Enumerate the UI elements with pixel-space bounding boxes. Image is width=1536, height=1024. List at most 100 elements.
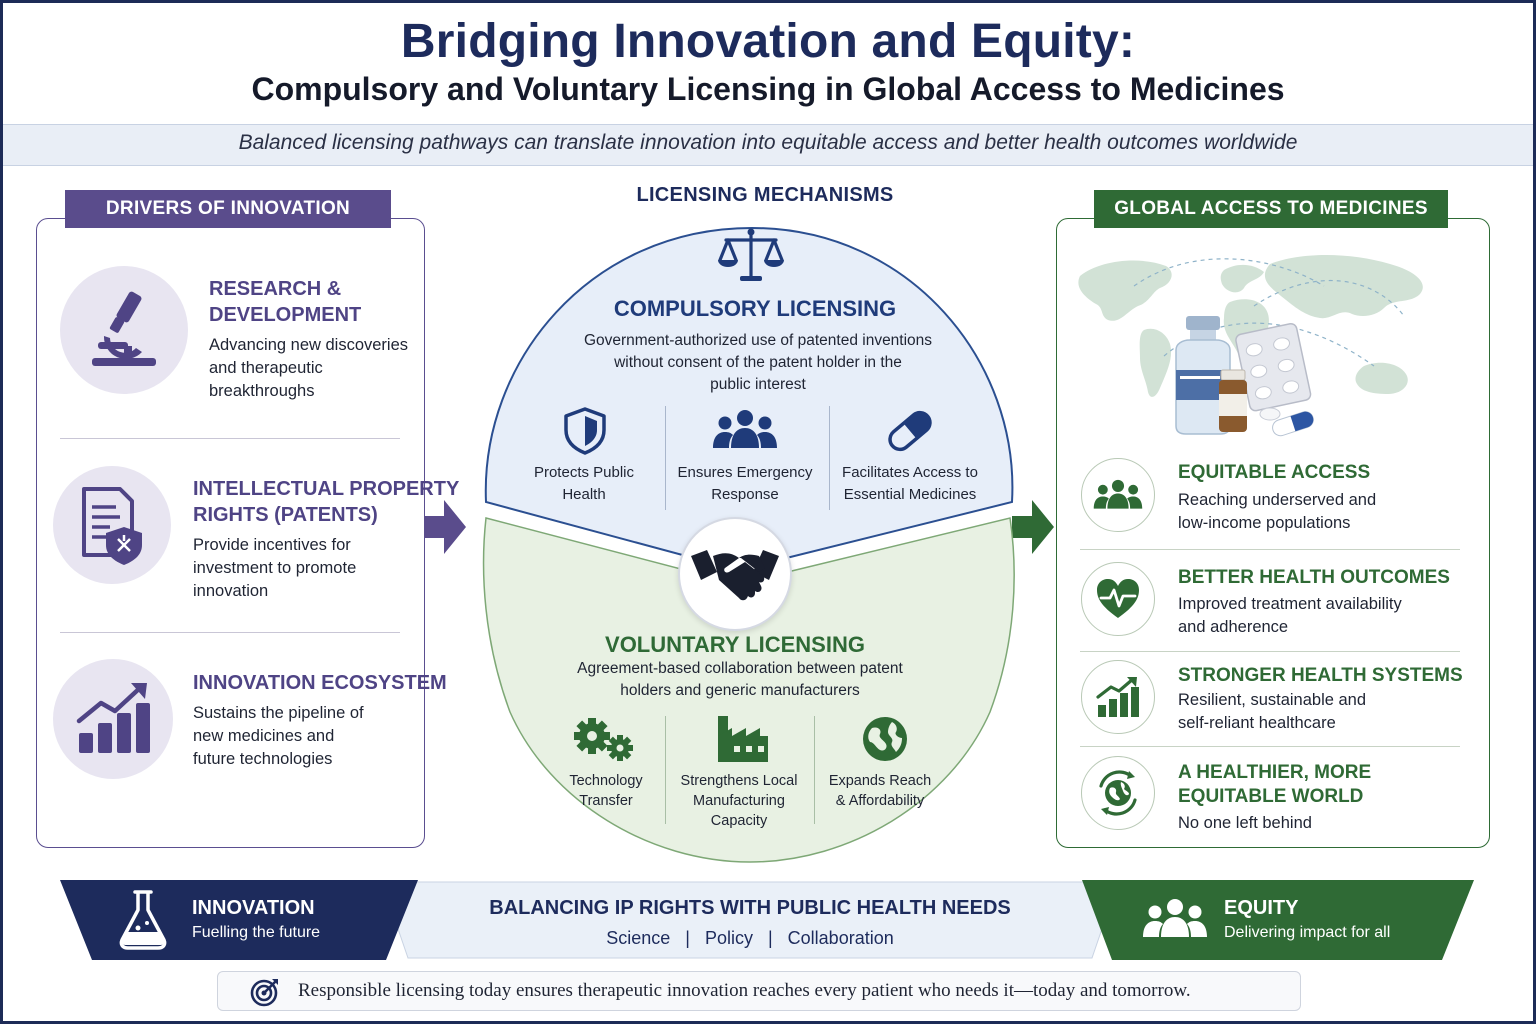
feature-label-line: Transfer bbox=[579, 793, 633, 809]
banner-innovation-label: INNOVATION bbox=[192, 897, 315, 919]
gears-icon bbox=[574, 718, 633, 761]
outcome-better-health-title: BETTER HEALTH OUTCOMES bbox=[1178, 567, 1450, 588]
people-group-icon bbox=[1143, 899, 1207, 937]
outcome-healthier-world-title-line1: A HEALTHIER, MORE bbox=[1178, 762, 1372, 783]
divider bbox=[1080, 651, 1460, 652]
handshake-emblem bbox=[678, 517, 792, 631]
outcome-healthier-world-title-line2: EQUITABLE WORLD bbox=[1178, 786, 1364, 807]
feature-ensures-emergency-response: Ensures Emergency Response bbox=[670, 462, 820, 506]
feature-expands-reach: Expands Reach & Affordability bbox=[820, 771, 940, 811]
feature-label-line: Expands Reach bbox=[828, 773, 932, 789]
divider bbox=[829, 406, 830, 510]
feature-label-line: Essential Medicines bbox=[843, 486, 977, 503]
outcome-equitable-access-title: EQUITABLE ACCESS bbox=[1178, 462, 1371, 483]
pill-bottle-icon bbox=[1219, 369, 1247, 432]
compulsory-desc-line1: Government-authorized use of patented in… bbox=[583, 332, 933, 349]
capsule-icon bbox=[888, 410, 932, 452]
feature-label-line: Health bbox=[562, 486, 606, 503]
compulsory-licensing-title: COMPULSORY LICENSING bbox=[613, 296, 897, 321]
page-title: Bridging Innovation and Equity: bbox=[400, 15, 1136, 68]
outcome-better-health-desc-line2: and adherence bbox=[1178, 618, 1289, 636]
footer-text: Responsible licensing today ensures ther… bbox=[298, 980, 1191, 1001]
feature-label-line: Manufacturing bbox=[693, 793, 785, 809]
feature-label-line: Ensures Emergency bbox=[677, 464, 813, 481]
growth-chart-icon bbox=[53, 659, 173, 779]
flask-icon bbox=[119, 890, 167, 950]
outcome-equitable-access-desc-line2: low-income populations bbox=[1178, 514, 1351, 532]
feature-technology-transfer: Technology Transfer bbox=[546, 771, 666, 811]
banner-innovation-sub: Fuelling the future bbox=[192, 924, 321, 941]
outcome-stronger-systems-title: STRONGER HEALTH SYSTEMS bbox=[1178, 665, 1463, 686]
banner-balance-label: BALANCING IP RIGHTS WITH PUBLIC HEALTH N… bbox=[489, 897, 1011, 919]
feature-label-line: Protects Public bbox=[533, 464, 635, 481]
driver-rd-desc-line3: breakthroughs bbox=[209, 382, 315, 400]
driver-ip-title-line1: INTELLECTUAL PROPERTY bbox=[193, 478, 460, 500]
feature-facilitates-access: Facilitates Access to Essential Medicine… bbox=[834, 462, 986, 506]
driver-ip-desc-line2: investment to promote bbox=[193, 559, 357, 577]
divider bbox=[1080, 746, 1460, 747]
divider bbox=[665, 406, 666, 510]
driver-ecosystem-desc-line1: Sustains the pipeline of bbox=[193, 704, 364, 722]
feature-local-manufacturing: Strengthens Local Manufacturing Capacity bbox=[670, 771, 808, 831]
driver-ip-desc-line1: Provide incentives for bbox=[193, 536, 351, 554]
driver-ecosystem-desc-line2: new medicines and bbox=[193, 727, 335, 745]
bar-chart-up-icon bbox=[1081, 660, 1155, 734]
divider bbox=[60, 438, 400, 439]
driver-rd-title-line1: RESEARCH & bbox=[209, 278, 342, 300]
people-group-icon bbox=[1081, 458, 1155, 532]
footer-box bbox=[217, 971, 1301, 1011]
licensing-mechanisms-diagram bbox=[482, 226, 1015, 863]
tagline-band bbox=[3, 124, 1533, 166]
banner-equity-sub: Delivering impact for all bbox=[1224, 924, 1391, 941]
driver-rd-title-line2: DEVELOPMENT bbox=[209, 304, 362, 326]
driver-ecosystem-desc-line3: future technologies bbox=[193, 750, 333, 768]
scales-of-justice-icon bbox=[718, 228, 784, 281]
compulsory-licensing-desc: Government-authorized use of patented in… bbox=[570, 330, 946, 396]
voluntary-desc-line1: Agreement-based collaboration between pa… bbox=[577, 660, 903, 677]
arrow-right-icon bbox=[424, 500, 466, 554]
mechanisms-heading: LICENSING MECHANISMS bbox=[636, 184, 894, 206]
voluntary-desc-line2: holders and generic manufacturers bbox=[620, 682, 860, 699]
divider bbox=[1080, 549, 1460, 550]
feature-label-line: Facilitates Access to bbox=[842, 464, 978, 481]
outcome-better-health-desc-line1: Improved treatment availability bbox=[1178, 595, 1402, 613]
patent-document-shield-icon bbox=[53, 466, 171, 584]
page-subtitle: Compulsory and Voluntary Licensing in Gl… bbox=[251, 71, 1285, 107]
feature-label-line: Capacity bbox=[710, 813, 768, 829]
microscope-icon bbox=[60, 266, 188, 394]
target-icon bbox=[250, 979, 278, 1007]
driver-ecosystem-title: INNOVATION ECOSYSTEM bbox=[193, 672, 447, 694]
feature-label-line: Technology bbox=[569, 773, 643, 789]
people-group-icon bbox=[713, 410, 777, 448]
outcome-healthier-world-desc: No one left behind bbox=[1178, 814, 1312, 832]
drivers-heading: DRIVERS OF INNOVATION bbox=[65, 190, 391, 228]
world-map-medicines-illustration bbox=[1078, 255, 1423, 437]
global-access-heading: GLOBAL ACCESS TO MEDICINES bbox=[1094, 190, 1448, 228]
shield-icon bbox=[564, 407, 606, 455]
tagline: Balanced licensing pathways can translat… bbox=[238, 131, 1298, 154]
outcome-stronger-systems-desc-line2: self-reliant healthcare bbox=[1178, 714, 1336, 732]
factory-icon bbox=[718, 716, 768, 762]
voluntary-licensing-desc: Agreement-based collaboration between pa… bbox=[550, 658, 930, 702]
divider bbox=[814, 716, 815, 824]
banner-equity-label: EQUITY bbox=[1224, 897, 1299, 919]
outcome-stronger-systems-desc-line1: Resilient, sustainable and bbox=[1178, 691, 1367, 709]
feature-label-line: Response bbox=[711, 486, 779, 503]
banner-balance-sub: Science | Policy | Collaboration bbox=[606, 928, 894, 948]
handshake-icon bbox=[691, 550, 779, 601]
feature-label-line: Strengthens Local bbox=[680, 773, 798, 789]
feature-label-line: & Affordability bbox=[835, 793, 925, 809]
blister-pack-icon bbox=[1235, 322, 1312, 412]
compulsory-desc-line3: public interest bbox=[710, 376, 806, 393]
outcome-equitable-access-desc-line1: Reaching underserved and bbox=[1178, 491, 1377, 509]
divider bbox=[60, 632, 400, 633]
globe-arrows-icon bbox=[1081, 756, 1155, 830]
driver-ip-title-line2: RIGHTS (PATENTS) bbox=[193, 504, 378, 526]
arrow-right-icon bbox=[1012, 500, 1054, 554]
capsule-icon bbox=[1259, 407, 1314, 437]
global-access-panel bbox=[1056, 218, 1490, 848]
feature-protects-public-health: Protects Public Health bbox=[524, 462, 644, 506]
heart-pulse-icon bbox=[1081, 562, 1155, 636]
driver-rd-desc-line2: and therapeutic bbox=[209, 359, 323, 377]
